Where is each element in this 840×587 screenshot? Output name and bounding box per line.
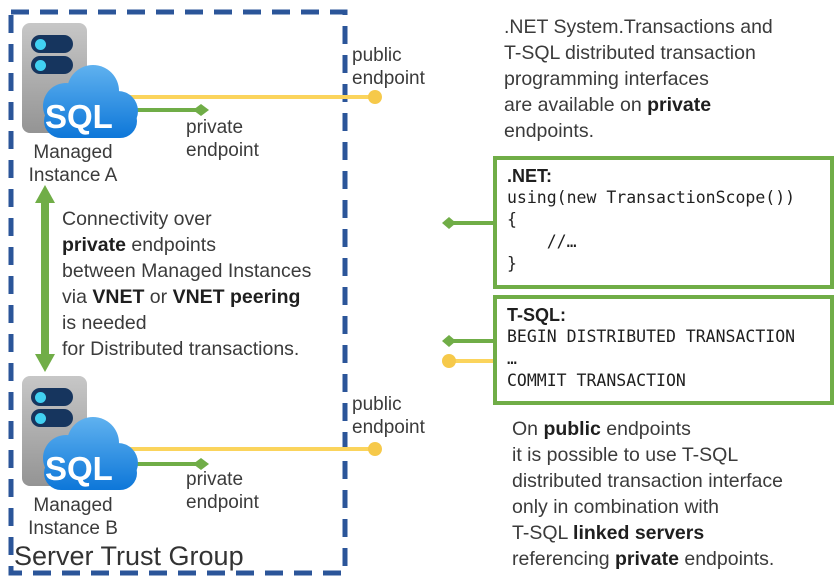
dotnet-code-title: .NET: [507, 166, 552, 186]
code-line: BEGIN DISTRIBUTED TRANSACTION [507, 327, 796, 346]
note-line: T-SQL linked servers [512, 522, 705, 544]
note-line: for Distributed transactions. [62, 338, 300, 360]
diamond-arrowhead [442, 217, 456, 229]
caption-line: Instance B [28, 518, 118, 539]
diamond-arrowhead [193, 104, 209, 116]
note-line: T-SQL distributed transaction [504, 42, 756, 64]
tsql-code-box: T-SQL: BEGIN DISTRIBUTED TRANSACTION … C… [493, 295, 834, 405]
code-line: … [507, 349, 517, 368]
sql-cloud-icon-a: SQL [43, 65, 138, 138]
server-led-icon [35, 38, 46, 50]
tsql-code-title: T-SQL: [507, 305, 566, 325]
code-line: using(new TransactionScope()) [507, 188, 796, 207]
code-line: COMMIT TRANSACTION [507, 371, 686, 390]
sql-cloud-icon-b: SQL [43, 417, 138, 490]
public-endpoints-note: On public endpoints it is possible to us… [512, 416, 838, 572]
arrowhead-down [35, 354, 55, 372]
diamond-arrowhead [442, 335, 456, 347]
sql-logo-text: SQL [45, 450, 113, 487]
note-line: only in combination with [512, 496, 720, 518]
code-line: } [507, 254, 517, 273]
server-trust-group-title: Server Trust Group [14, 541, 244, 571]
public-endpoint-line-a [117, 90, 382, 104]
note-line: is needed [62, 312, 147, 334]
public-endpoint-dot-b [368, 442, 382, 456]
private-endpoint-label-b: private endpoint [186, 469, 259, 513]
code-line: //… [507, 232, 577, 251]
dotnet-code-box: .NET: using(new TransactionScope()) { //… [493, 156, 834, 289]
note-line: Connectivity over [62, 208, 212, 230]
server-trust-group-border [8, 9, 348, 576]
caption-line: Managed [33, 142, 113, 163]
note-line: referencing private endpoints. [512, 548, 775, 570]
note-line: endpoints. [504, 120, 594, 142]
note-line: On public endpoints [512, 418, 691, 440]
note-line: programming interfaces [504, 68, 709, 90]
server-led-icon [35, 59, 46, 71]
server-led-icon [35, 412, 46, 424]
note-line: are available on private [504, 94, 712, 116]
public-endpoint-line-b [117, 442, 382, 456]
instance-a-caption: Managed Instance A [12, 141, 134, 187]
note-line: between Managed Instances [62, 260, 312, 282]
connectivity-double-arrow [35, 185, 55, 372]
server-disk-bar [31, 56, 73, 74]
server-led-icon [35, 391, 46, 403]
note-line: distributed transaction interface [512, 470, 783, 492]
private-endpoint-label-a: private endpoint [186, 117, 259, 161]
note-line: .NET System.Transactions and [504, 16, 773, 38]
public-endpoint-label-a: public endpoint [352, 45, 425, 89]
public-endpoint-label-b: public endpoint [352, 394, 425, 438]
public-endpoint-dot-a [368, 90, 382, 104]
caption-line: Managed [33, 495, 113, 516]
server-disk-bar [31, 409, 73, 427]
private-endpoints-note: .NET System.Transactions and T-SQL distr… [504, 14, 836, 144]
connectivity-note: Connectivity over private endpoints betw… [62, 206, 352, 362]
code-line: { [507, 210, 517, 229]
net-box-connector-arrow [442, 217, 497, 229]
note-line: private endpoints [62, 234, 216, 256]
note-line: it is possible to use T-SQL [512, 444, 739, 466]
tsql-box-connector-line-public [442, 354, 497, 368]
diamond-arrowhead [193, 458, 209, 470]
server-disk-bar [31, 388, 73, 406]
arrowhead-up [35, 185, 55, 203]
caption-line: Instance A [28, 165, 118, 186]
note-line: via VNET or VNET peering [62, 286, 301, 308]
instance-b-caption: Managed Instance B [12, 494, 134, 540]
tsql-box-connector-arrow-private [442, 335, 497, 347]
sql-logo-text: SQL [45, 98, 113, 135]
server-disk-bar [31, 35, 73, 53]
public-endpoint-dot [442, 354, 456, 368]
